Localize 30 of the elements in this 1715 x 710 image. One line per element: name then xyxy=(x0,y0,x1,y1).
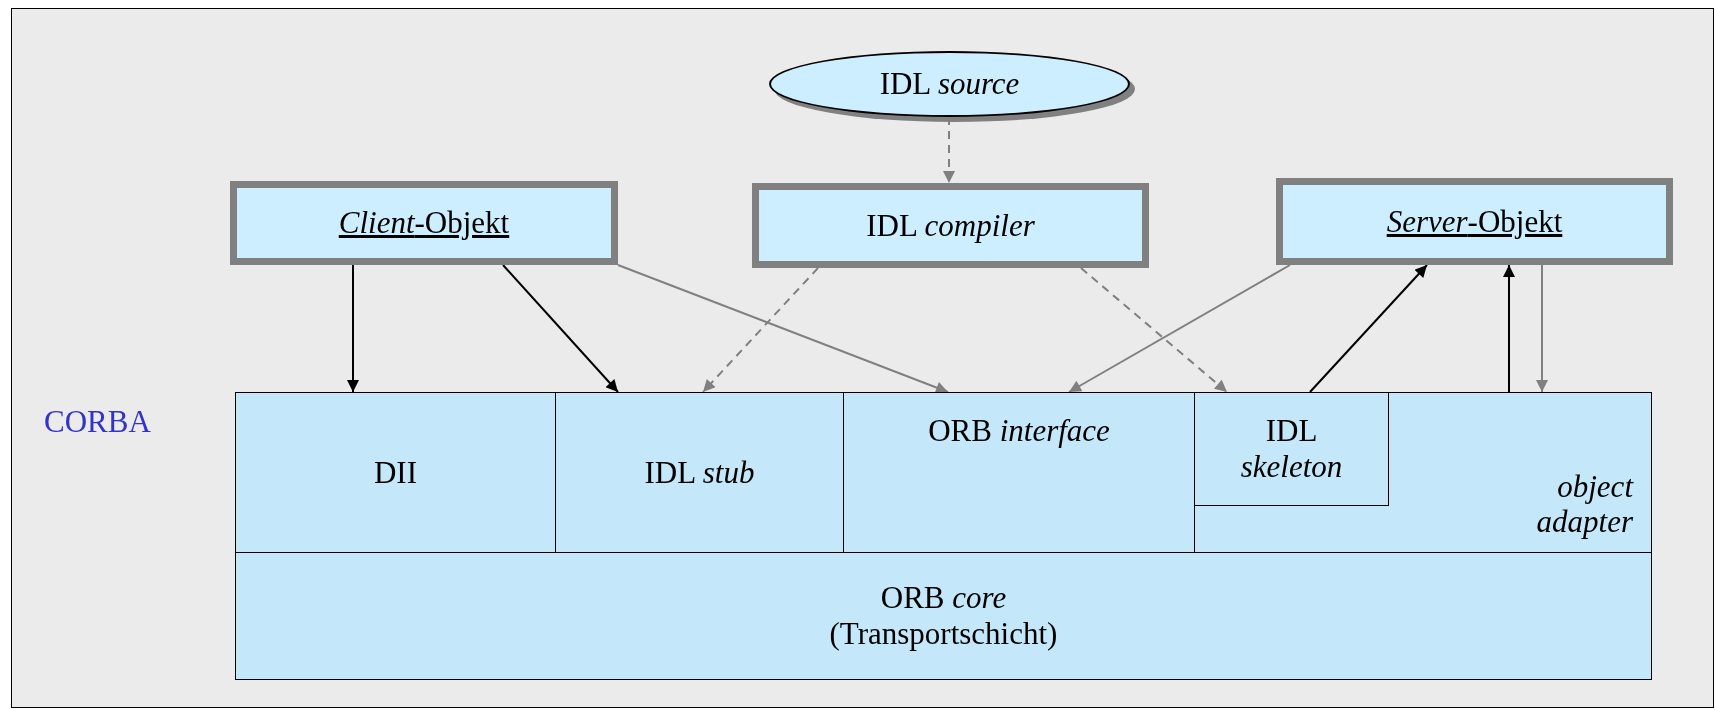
arrow xyxy=(347,264,359,393)
node-label: IDL stub xyxy=(644,454,755,491)
arrow xyxy=(502,264,619,393)
layer-box xyxy=(235,392,556,553)
arrow xyxy=(1080,267,1228,393)
process-box xyxy=(752,183,1149,268)
node-label: object adapter xyxy=(1535,468,1633,540)
arrow xyxy=(1068,264,1291,393)
arrow xyxy=(617,264,949,394)
node-label: ORB core xyxy=(880,580,1007,616)
node-label: Server-Objekt xyxy=(1386,203,1563,240)
side-label: CORBA xyxy=(44,404,151,440)
node-label: IDL compiler xyxy=(866,207,1035,244)
node-label: DII xyxy=(373,454,417,491)
node-label: IDL source xyxy=(879,66,1020,102)
layer-box xyxy=(1194,392,1652,553)
layer-box xyxy=(1194,392,1389,506)
node-label: (Transportschicht) xyxy=(829,616,1058,652)
object-box xyxy=(1276,178,1673,265)
node-label: Client-Objekt xyxy=(338,205,510,241)
object-box xyxy=(230,181,618,265)
arrow xyxy=(1503,264,1515,393)
node-label: ORB interface xyxy=(928,413,1110,449)
arrow xyxy=(1309,264,1428,393)
layer-box xyxy=(235,552,1652,680)
node-label: IDL skeleton xyxy=(1239,413,1344,485)
arrow xyxy=(1536,264,1548,393)
arrow xyxy=(702,267,819,393)
layer-box xyxy=(843,392,1195,553)
layer-box xyxy=(555,392,844,553)
